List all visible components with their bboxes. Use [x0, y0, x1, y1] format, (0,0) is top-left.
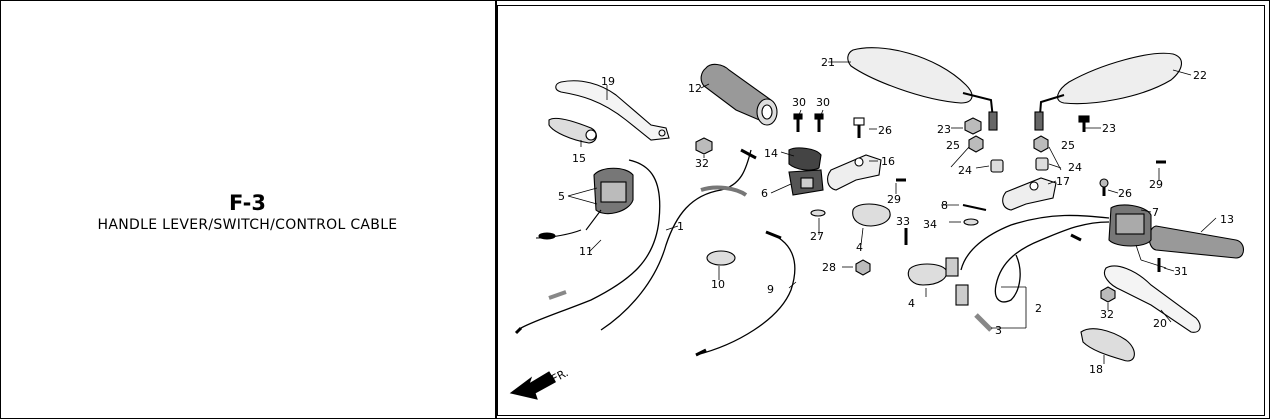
lever-guard — [1080, 328, 1135, 362]
right-switch-lower — [788, 169, 824, 196]
right-switch-upper — [788, 147, 822, 171]
throttle-cable — [520, 148, 757, 331]
choke-cable — [695, 230, 796, 356]
callout-32b: 32 — [1100, 308, 1114, 321]
callout-29a: 29 — [887, 193, 901, 206]
callout-34: 34 — [923, 218, 937, 231]
mirror-right — [1034, 52, 1182, 131]
panel-divider — [495, 0, 497, 419]
callout-8: 8 — [941, 199, 948, 212]
callout-7: 7 — [1152, 206, 1159, 219]
throttle-clamp — [852, 203, 948, 286]
left-lever-holder — [548, 117, 597, 144]
callout-28: 28 — [822, 261, 836, 274]
callout-5: 5 — [558, 190, 565, 203]
right-switch-housing — [1108, 204, 1152, 247]
callout-24b: 24 — [1068, 161, 1082, 174]
callout-6: 6 — [761, 187, 768, 200]
callout-12: 12 — [688, 82, 702, 95]
figure-caption: F-3 HANDLE LEVER/SWITCH/CONTROL CABLE — [0, 190, 495, 234]
callout-4b: 4 — [908, 297, 915, 310]
right-lever-holder-left — [827, 154, 882, 191]
callout-22: 22 — [1193, 69, 1207, 82]
callout-17: 17 — [1056, 175, 1070, 188]
callout-23a: 23 — [937, 123, 951, 136]
callout-20: 20 — [1153, 317, 1167, 330]
callout-14: 14 — [764, 147, 778, 160]
figure-title: HANDLE LEVER/SWITCH/CONTROL CABLE — [97, 217, 398, 233]
callout-23b: 23 — [1102, 122, 1116, 135]
callout-11: 11 — [579, 245, 593, 258]
callout-27: 27 — [810, 230, 824, 243]
callout-30b: 30 — [816, 96, 830, 109]
parts-illustration: FR. 1 2 3 4 4 5 6 7 8 9 10 11 12 13 14 1… — [509, 47, 1245, 400]
exploded-parts-diagram: FR. 1 2 3 4 4 5 6 7 8 9 10 11 12 13 14 1… — [497, 5, 1265, 416]
callout-25b: 25 — [1061, 139, 1075, 152]
callout-10: 10 — [711, 278, 725, 291]
callout-26a: 26 — [878, 124, 892, 137]
figure-caption-panel: F-3 HANDLE LEVER/SWITCH/CONTROL CABLE — [0, 0, 495, 417]
callout-30a: 30 — [792, 96, 806, 109]
left-grip — [700, 63, 778, 126]
mirror-left — [847, 47, 998, 131]
callout-labels: 1 2 3 4 4 5 6 7 8 9 10 11 12 13 14 15 16… — [558, 56, 1234, 376]
figure-code: F-3 — [228, 191, 267, 215]
callout-24a: 24 — [958, 164, 972, 177]
leader-lines — [567, 61, 1217, 364]
left-switch-housing — [535, 167, 634, 240]
callout-3: 3 — [995, 324, 1002, 337]
callout-9: 9 — [767, 283, 774, 296]
cable-clip — [706, 250, 736, 266]
switch-wiring — [945, 214, 1110, 332]
callout-33: 33 — [896, 215, 910, 228]
callout-2: 2 — [1035, 302, 1042, 315]
callout-26b: 26 — [1118, 187, 1132, 200]
callout-1: 1 — [677, 220, 684, 233]
callout-31: 31 — [1174, 265, 1188, 278]
fasteners — [514, 113, 1166, 357]
right-brake-lever — [1103, 265, 1201, 333]
callout-18: 18 — [1089, 363, 1103, 376]
callout-4a: 4 — [856, 241, 863, 254]
callout-32a: 32 — [695, 157, 709, 170]
callout-16: 16 — [881, 155, 895, 168]
left-brake-lever — [555, 80, 670, 141]
callout-25a: 25 — [946, 139, 960, 152]
callout-13: 13 — [1220, 213, 1234, 226]
front-direction-arrow — [509, 371, 556, 400]
callout-15: 15 — [572, 152, 586, 165]
callout-21: 21 — [821, 56, 835, 69]
right-lever-holder-right — [1002, 177, 1057, 211]
callout-29b: 29 — [1149, 178, 1163, 191]
callout-19: 19 — [601, 75, 615, 88]
right-grip — [1148, 225, 1245, 259]
